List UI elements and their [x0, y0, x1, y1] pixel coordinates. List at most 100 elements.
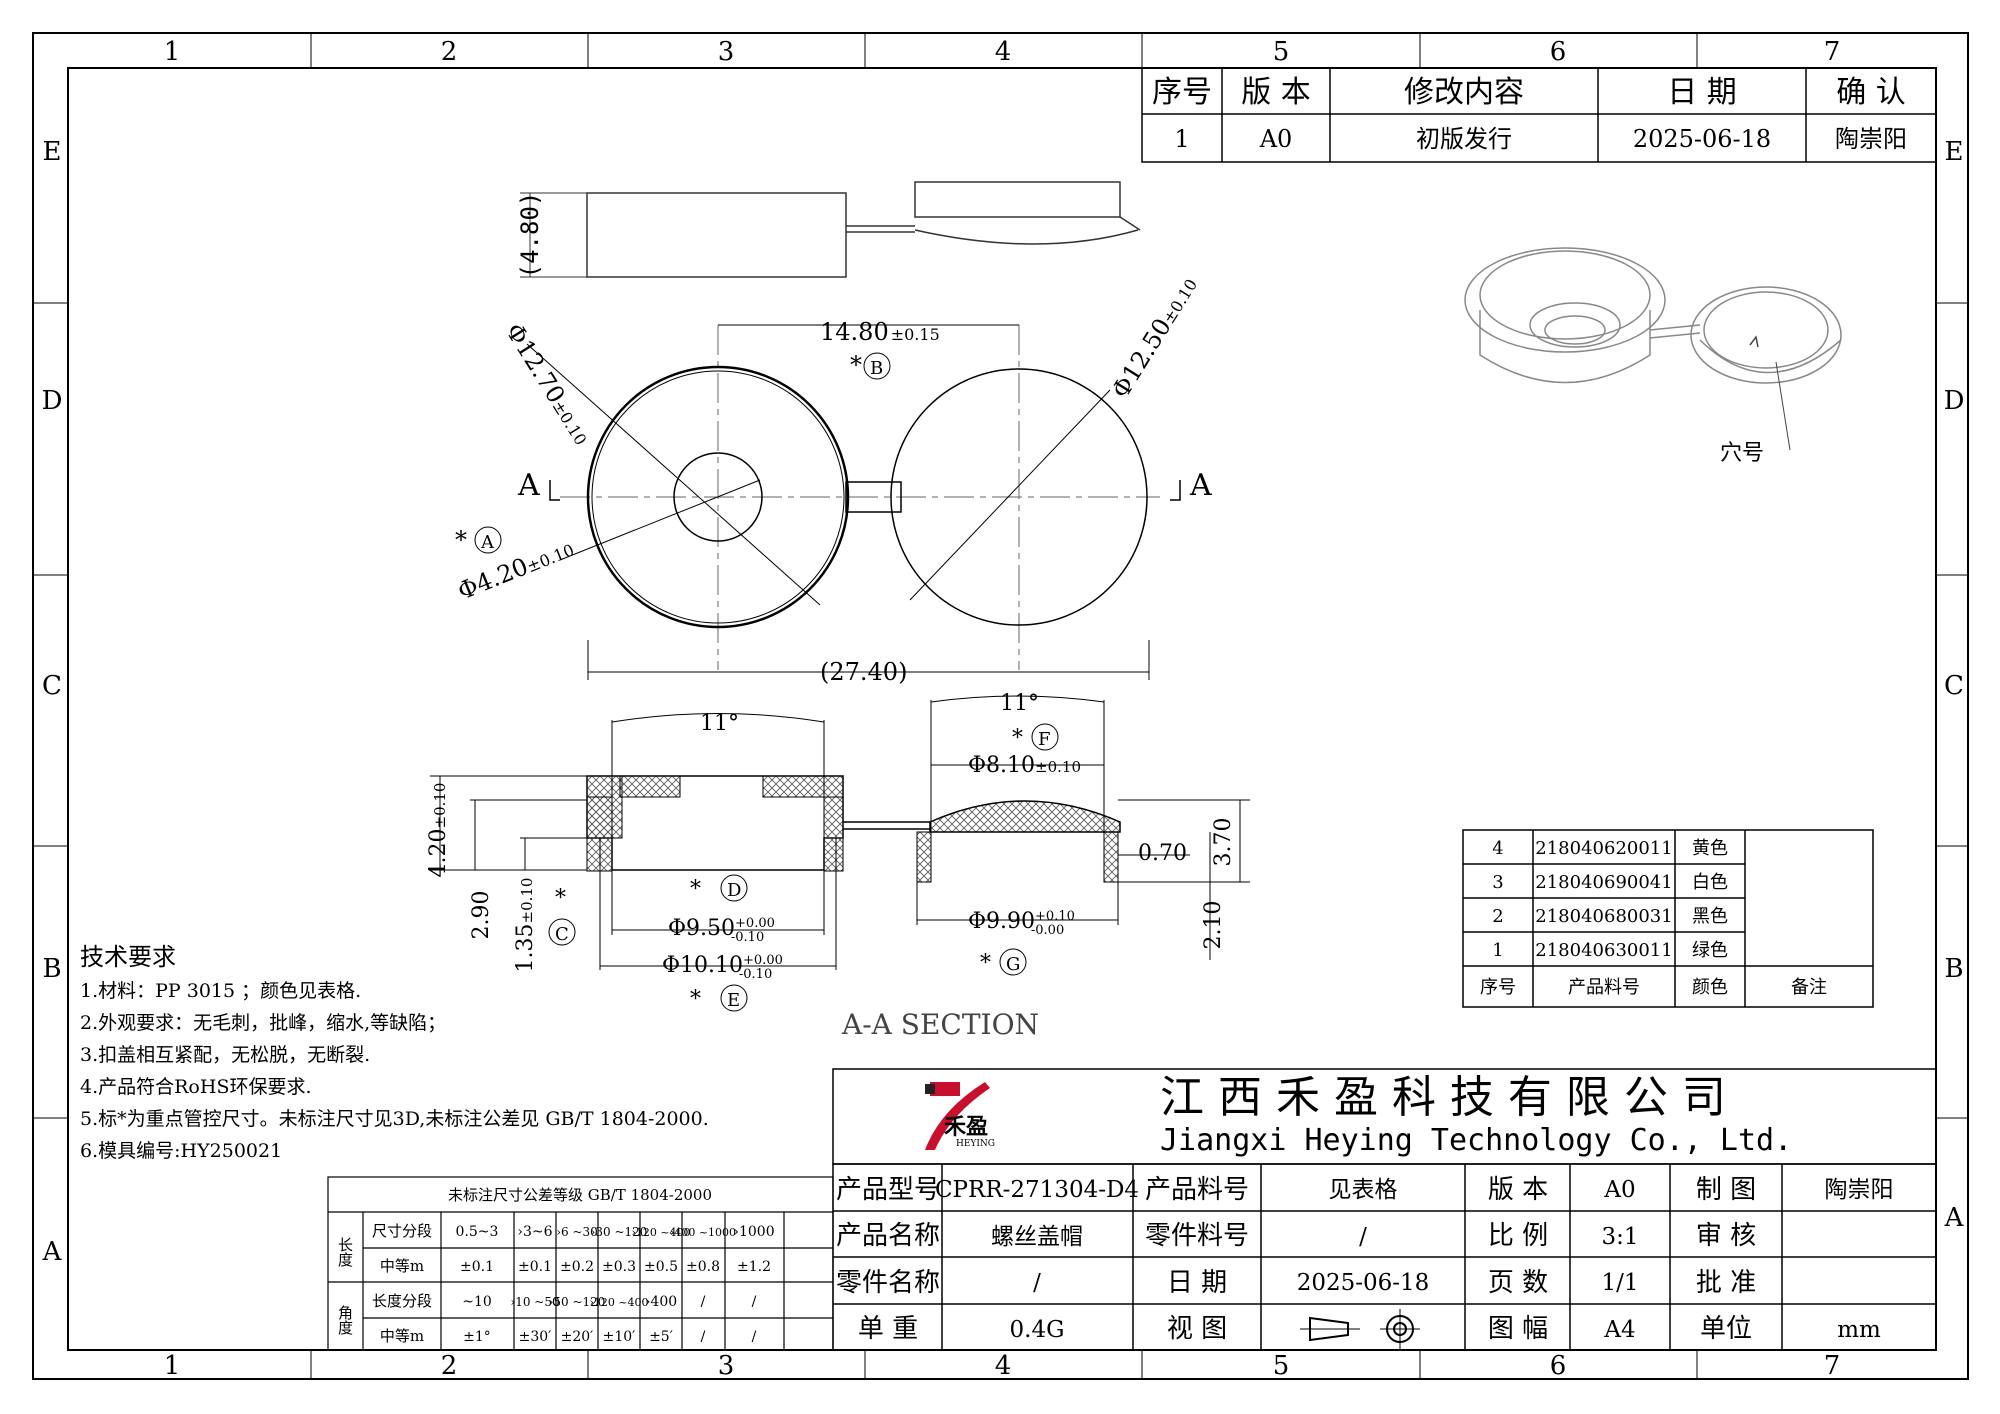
company-name-en: Jiangxi Heying Technology Co., Ltd. — [1160, 1123, 1792, 1158]
dim-dia-950: Φ9.50+0.00-0.10 — [668, 916, 775, 945]
tol-ang-tol: ±30′ — [519, 1329, 552, 1345]
col-label: 6 — [1550, 37, 1567, 67]
color-cell: 黄色 — [1692, 838, 1728, 859]
color-cell: 4 — [1492, 838, 1503, 859]
tb-label: 比 例 — [1488, 1221, 1548, 1251]
dim-height-ref: (4.80) — [516, 192, 544, 279]
company-header: 禾盈 HEYING 江 西 禾 盈 科 技 有 限 公 司 Jiangxi He… — [832, 1068, 1937, 1165]
tol-length-label: 长度 — [336, 1237, 354, 1267]
tech-title: 技术要求 — [80, 943, 176, 971]
row-label: D — [1944, 386, 1965, 416]
tol-len-tol: ±0.2 — [560, 1259, 594, 1275]
tol-len-tol: ±1.2 — [737, 1259, 771, 1275]
mark-d: D — [727, 880, 741, 901]
col-label: 1 — [164, 1351, 181, 1381]
tol-ang-range: / — [701, 1294, 706, 1310]
tech-item: 2.外观要求：无毛刺，批峰，缩水,等缺陷； — [80, 1012, 446, 1034]
col-label: 2 — [441, 37, 458, 67]
color-cell: 3 — [1492, 872, 1503, 893]
dim-thick-left: 4.20±0.10 — [426, 783, 451, 878]
tb-label: 版 本 — [1488, 1175, 1548, 1205]
tb-label: 零件料号 — [1145, 1221, 1249, 1251]
dim-angle-left: 11° — [700, 711, 739, 736]
tb-product-name: 螺丝盖帽 — [991, 1224, 1083, 1250]
grid-labels: 1 2 3 4 5 6 7 1 2 3 4 5 6 7 E D C B A E … — [42, 37, 1965, 1381]
color-cell: 绿色 — [1692, 940, 1728, 961]
tb-version: A0 — [1603, 1177, 1635, 1203]
color-cell: 黑色 — [1692, 906, 1728, 927]
cavity-label: 穴号 — [1720, 441, 1764, 466]
col-label: 6 — [1550, 1351, 1567, 1381]
tb-label: 审 核 — [1696, 1221, 1756, 1251]
col-label: 5 — [1273, 1351, 1290, 1381]
dim-dia-right: Φ12.50±0.10 — [1106, 272, 1203, 403]
tol-ang-tol: ±1° — [463, 1329, 491, 1345]
tol-ang-tol: / — [701, 1329, 706, 1345]
rev-cell: 2025-06-18 — [1633, 125, 1771, 153]
row-label: E — [1945, 137, 1964, 167]
tb-product-part: 见表格 — [1329, 1177, 1398, 1203]
tol-len-tol: ±0.1 — [518, 1259, 552, 1275]
section-marker-right: A — [1189, 468, 1212, 503]
tb-label: 单位 — [1700, 1314, 1752, 1344]
tol-ang-tol: ±5′ — [649, 1329, 673, 1345]
col-label: 1 — [164, 37, 181, 67]
title-block: 产品型号 产品料号 版 本 制 图 产品名称 零件料号 比 例 审 核 零件名称… — [832, 1163, 1937, 1351]
mark-b: B — [870, 358, 883, 379]
logo-text: 禾盈 — [944, 1115, 988, 1140]
dim-dia-left: Φ12.70±0.10 — [500, 318, 597, 449]
tol-ang-range: ›120 ~400 — [589, 1296, 648, 1309]
rev-cell: 陶崇阳 — [1835, 125, 1907, 153]
tb-label: 图 幅 — [1488, 1314, 1548, 1344]
row-label: C — [1944, 671, 1964, 701]
row-label: A — [42, 1237, 63, 1267]
dim-dia-1010: Φ10.10+0.00-0.10 — [662, 953, 783, 982]
rev-cell: A0 — [1259, 125, 1293, 153]
star-marker: * — [980, 951, 991, 976]
tol-ang-range: / — [752, 1294, 757, 1310]
tech-item: 3.扣盖相互紧配，无松脱，无断裂. — [80, 1044, 370, 1066]
mark-circle-b — [863, 352, 891, 380]
col-label: 7 — [1824, 37, 1841, 67]
tol-len-tol: ±0.8 — [686, 1259, 720, 1275]
dim-overall-ref: (27.40) — [820, 658, 907, 686]
tb-label: 产品名称 — [836, 1221, 940, 1251]
dim-dia-hole: Φ4.20±0.10 — [454, 534, 578, 606]
color-header: 序号 — [1480, 977, 1516, 998]
dim-h-210: 2.10 — [1201, 901, 1226, 950]
row-label: A — [1944, 1203, 1965, 1233]
mark-g: G — [1006, 954, 1020, 975]
mark-circle-g — [999, 948, 1027, 976]
mark-a: A — [480, 532, 495, 553]
star-marker: * — [690, 987, 701, 1012]
tb-label: 产品料号 — [1145, 1175, 1249, 1205]
rev-cell: 初版发行 — [1416, 125, 1512, 153]
tb-weight: 0.4G — [1010, 1317, 1065, 1343]
color-header: 颜色 — [1692, 977, 1728, 998]
tb-label: 产品型号 — [836, 1175, 940, 1205]
row-label: C — [42, 671, 62, 701]
tech-requirements: 技术要求 1.材料：PP 3015 ；颜色见表格. 2.外观要求：无毛刺，批峰，… — [80, 943, 709, 1162]
tech-item: 4.产品符合RoHS环保要求. — [80, 1076, 312, 1098]
row-label: B — [1944, 954, 1963, 984]
company-logo: 禾盈 HEYING — [925, 1082, 995, 1150]
tol-len-range: ›400 ~1000 — [670, 1226, 736, 1239]
star-marker: * — [555, 886, 566, 911]
tb-label: 单 重 — [858, 1314, 918, 1344]
tb-format: A4 — [1603, 1317, 1635, 1343]
tol-len-range: 0.5~3 — [456, 1224, 499, 1240]
dim-h-290: 2.90 — [469, 891, 494, 940]
color-cell: 218040680031 — [1535, 906, 1672, 927]
tol-ang-tol: ±20′ — [561, 1329, 594, 1345]
mark-circle-a — [474, 526, 502, 554]
col-label: 2 — [441, 1351, 458, 1381]
section-title: A-A SECTION — [841, 1008, 1039, 1041]
color-cell: 218040630011 — [1535, 940, 1672, 961]
tb-label: 页 数 — [1488, 1268, 1548, 1298]
dim-h-370: 3.70 — [1211, 818, 1236, 867]
mark-circle-e — [720, 984, 748, 1012]
tech-item: 1.材料：PP 3015 ；颜色见表格. — [80, 980, 361, 1002]
tb-page: 1/1 — [1601, 1270, 1638, 1296]
tol-title: 未标注尺寸公差等级 GB/T 1804-2000 — [448, 1186, 712, 1204]
tol-len-tol: ±0.3 — [602, 1259, 636, 1275]
